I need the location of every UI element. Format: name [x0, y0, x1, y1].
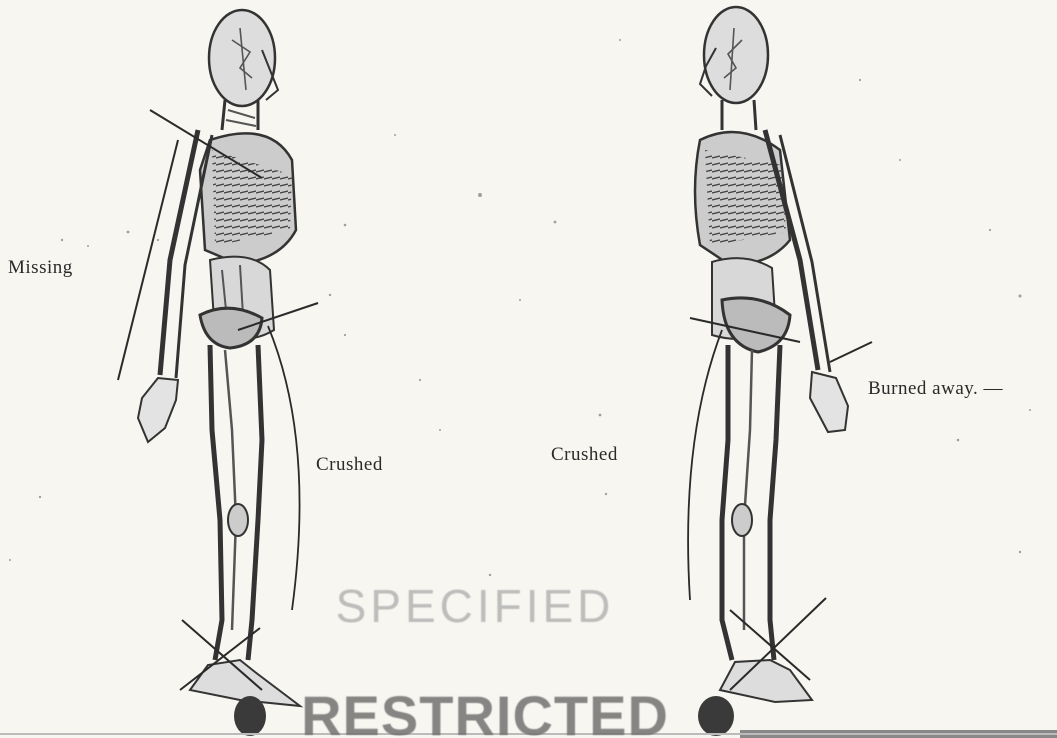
left-skeleton-figure: [138, 10, 300, 706]
label-crushed-right: Crushed: [551, 444, 618, 466]
label-burned-away: Burned away. —: [868, 378, 1003, 400]
scan-speckles: [9, 39, 1031, 576]
stamp-upper: SPECIFIED: [336, 580, 615, 632]
classification-stamps: SPECIFIED RESTRICTED: [301, 580, 669, 738]
label-missing: Missing: [8, 257, 73, 279]
stamp-restricted: RESTRICTED: [301, 684, 669, 738]
label-crushed-left: Crushed: [316, 454, 383, 476]
